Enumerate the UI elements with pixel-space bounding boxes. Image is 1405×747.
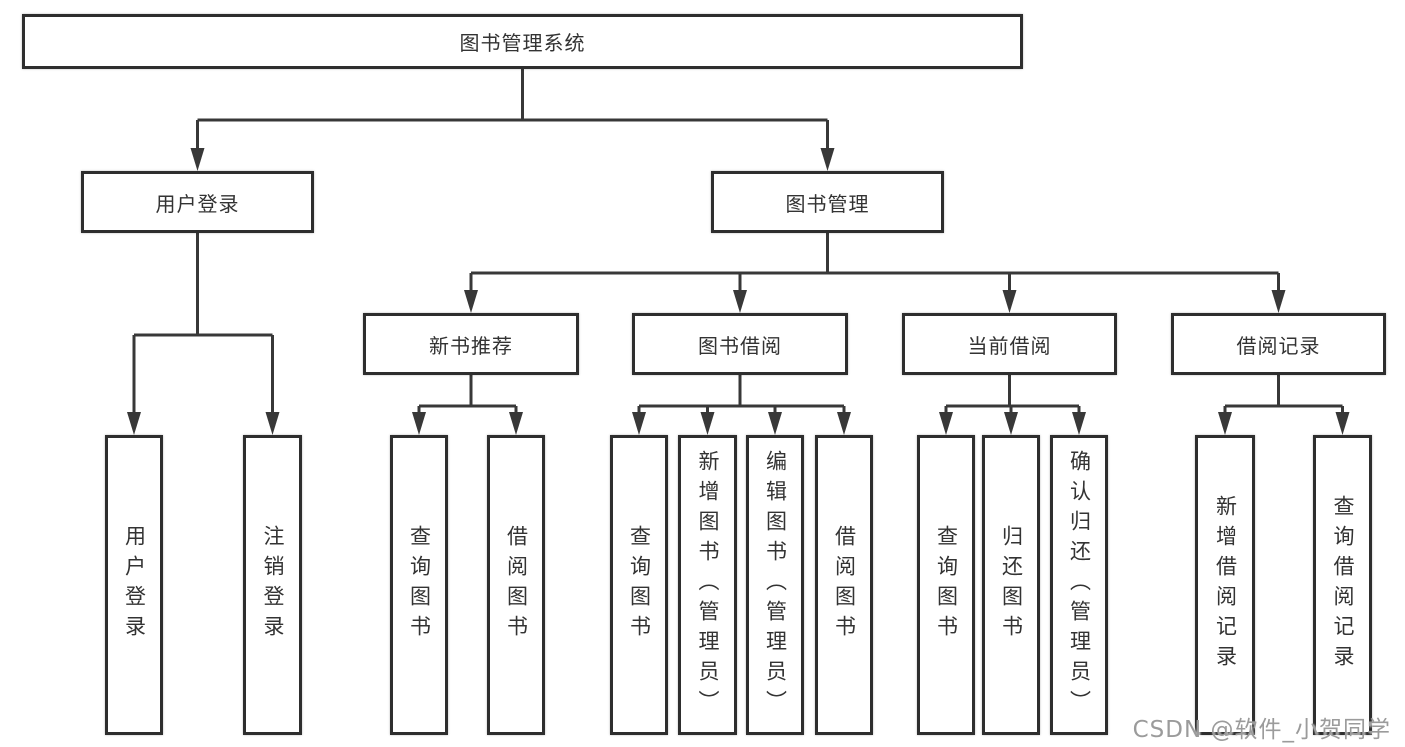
leaf-borrow-book-2: 借阅图书 — [815, 435, 873, 735]
leaf-edit-book-admin: 编辑图书（管理员） — [746, 435, 804, 735]
leaf-logout: 注销登录 — [243, 435, 302, 735]
node-book-borrowing: 图书借阅 — [632, 313, 848, 375]
leaf-add-book-admin: 新增图书（管理员） — [678, 435, 737, 735]
arrowheads — [127, 148, 1350, 435]
leaf-add-borrow-record: 新增借阅记录 — [1195, 435, 1255, 735]
node-current-borrowing: 当前借阅 — [902, 313, 1117, 375]
leaf-query-borrow-record: 查询借阅记录 — [1313, 435, 1372, 735]
leaf-query-book-2: 查询图书 — [610, 435, 668, 735]
node-user-login: 用户登录 — [81, 171, 314, 233]
leaf-confirm-return-admin: 确认归还（管理员） — [1050, 435, 1108, 735]
leaf-return-book: 归还图书 — [982, 435, 1040, 735]
leaf-query-book-3: 查询图书 — [917, 435, 975, 735]
node-borrowing-records: 借阅记录 — [1171, 313, 1386, 375]
csdn-watermark: CSDN @软件_小贺同学 — [1132, 717, 1391, 743]
node-library-system: 图书管理系统 — [22, 14, 1023, 69]
node-book-management: 图书管理 — [711, 171, 944, 233]
leaf-borrow-book-1: 借阅图书 — [487, 435, 545, 735]
leaf-user-login: 用户登录 — [105, 435, 163, 735]
node-new-book-recommend: 新书推荐 — [363, 313, 579, 375]
leaf-query-book-1: 查询图书 — [390, 435, 448, 735]
